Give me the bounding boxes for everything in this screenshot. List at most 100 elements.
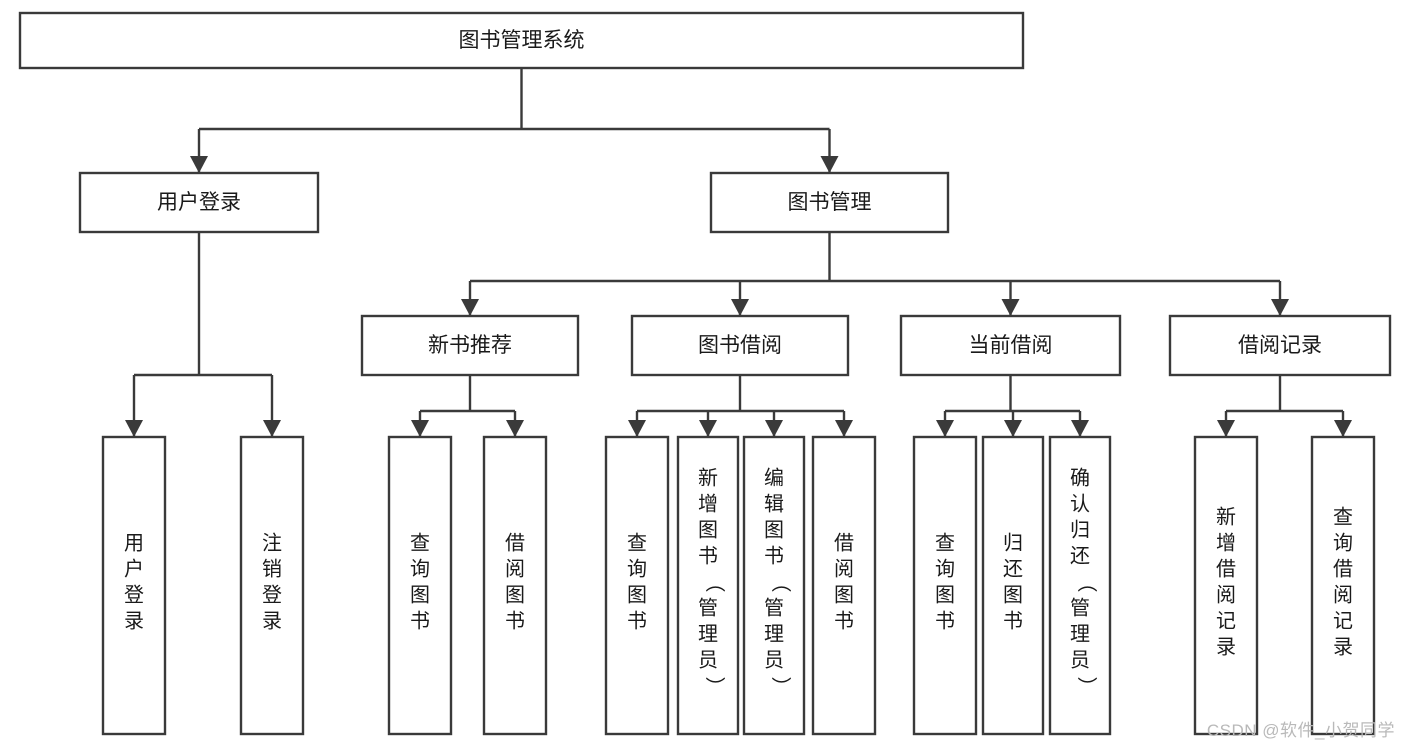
node-label-char: 录 [1333, 637, 1353, 659]
node-label-char: 书 [627, 610, 647, 633]
node-label-char: 管 [764, 597, 784, 620]
node-label-char: 借 [1333, 558, 1353, 581]
node-label-char: 查 [627, 532, 647, 555]
node-label-char: 管 [1070, 597, 1090, 620]
node-box [981, 435, 1045, 736]
node-box [1193, 435, 1259, 736]
node-label-char: 书 [698, 545, 718, 568]
node-borrow-record[interactable]: 借阅记录 [1168, 314, 1392, 377]
node-box [742, 435, 806, 736]
node-new-book-rec[interactable]: 新书推荐 [360, 314, 580, 377]
node-label-char: 编 [764, 467, 784, 490]
node-label-char: 询 [410, 558, 430, 581]
node-box [899, 314, 1122, 377]
edge-group-borrow-record [1217, 375, 1352, 437]
node-label-char: 阅 [505, 558, 525, 581]
node-label-char: 图 [1003, 585, 1023, 607]
node-label: 新书推荐 [428, 334, 512, 357]
node-label-char: 询 [1333, 532, 1353, 555]
node-box [387, 435, 453, 736]
arrow-head-icon [731, 299, 749, 316]
arrow-head-icon [190, 156, 208, 173]
node-box [709, 171, 950, 234]
arrow-head-icon [1334, 420, 1352, 437]
node-box [1310, 435, 1376, 736]
node-label-char: 图 [935, 585, 955, 607]
node-label-char: 用 [124, 533, 144, 555]
node-label-char: 图 [764, 520, 784, 542]
arrow-head-icon [411, 420, 429, 437]
node-box [630, 314, 850, 377]
node-label-char: 理 [698, 624, 718, 646]
node-user-login[interactable]: 用户登录 [78, 171, 320, 234]
node-label-char: 员 [764, 650, 784, 672]
node-label: 用户登录 [157, 191, 241, 214]
csdn-watermark: CSDN @软件_小贺同学 [1206, 721, 1395, 740]
node-label-char: ） [1075, 677, 1098, 697]
arrow-head-icon [1001, 299, 1020, 316]
node-label-char: 员 [698, 650, 718, 672]
arrow-head-icon [1217, 420, 1235, 437]
node-label-char: 归 [1070, 519, 1090, 542]
arrow-head-icon [1071, 420, 1089, 437]
arrow-head-icon [699, 420, 717, 437]
node-box [239, 435, 305, 736]
node-label-char: 借 [1216, 558, 1236, 581]
node-label-char: ） [769, 677, 792, 697]
node-label-char: 书 [1003, 610, 1023, 633]
node-label-char: 增 [698, 493, 718, 516]
node-box [360, 314, 580, 377]
node-label-char: 书 [834, 610, 854, 633]
node-label-char: 还 [1070, 545, 1090, 568]
node-label-char: 录 [262, 611, 282, 633]
node-box [912, 435, 978, 736]
connector-layer [125, 68, 1352, 437]
node-box [676, 435, 740, 736]
arrow-head-icon [765, 420, 783, 437]
arrow-head-icon [263, 420, 281, 437]
node-label-char: 理 [764, 624, 784, 646]
node-book-manage[interactable]: 图书管理 [709, 171, 950, 234]
node-box [811, 435, 877, 736]
node-book-borrow[interactable]: 图书借阅 [630, 314, 850, 377]
node-label-char: 书 [410, 610, 430, 633]
arrow-head-icon [628, 420, 646, 437]
node-label-char: （ [1075, 573, 1098, 593]
node-label-char: 户 [124, 558, 144, 581]
node-label-char: 注 [262, 532, 282, 555]
node-root[interactable]: 图书管理系统 [18, 11, 1025, 70]
node-box [1168, 314, 1392, 377]
node-label-char: 录 [1216, 637, 1236, 659]
node-label: 图书借阅 [698, 334, 782, 357]
node-leaf-user-login[interactable]: 用户登录 [101, 435, 167, 736]
arrow-head-icon [461, 299, 479, 316]
node-label: 借阅记录 [1238, 334, 1322, 357]
node-layer: 图书管理系统用户登录图书管理新书推荐图书借阅当前借阅借阅记录用户登录注销登录查询… [18, 11, 1392, 736]
node-label-char: 借 [505, 532, 525, 555]
node-label-char: 查 [935, 532, 955, 555]
edge-group-new-book-rec [411, 375, 524, 437]
node-label-char: 管 [698, 597, 718, 620]
arrow-head-icon [936, 420, 954, 437]
node-current-borrow[interactable]: 当前借阅 [899, 314, 1122, 377]
node-label-char: 还 [1003, 558, 1023, 581]
node-label-char: 图 [505, 585, 525, 607]
node-label-char: 销 [262, 558, 282, 581]
edge-group-root [190, 68, 839, 173]
node-label: 图书管理系统 [459, 29, 585, 52]
node-label-char: 登 [262, 584, 282, 607]
